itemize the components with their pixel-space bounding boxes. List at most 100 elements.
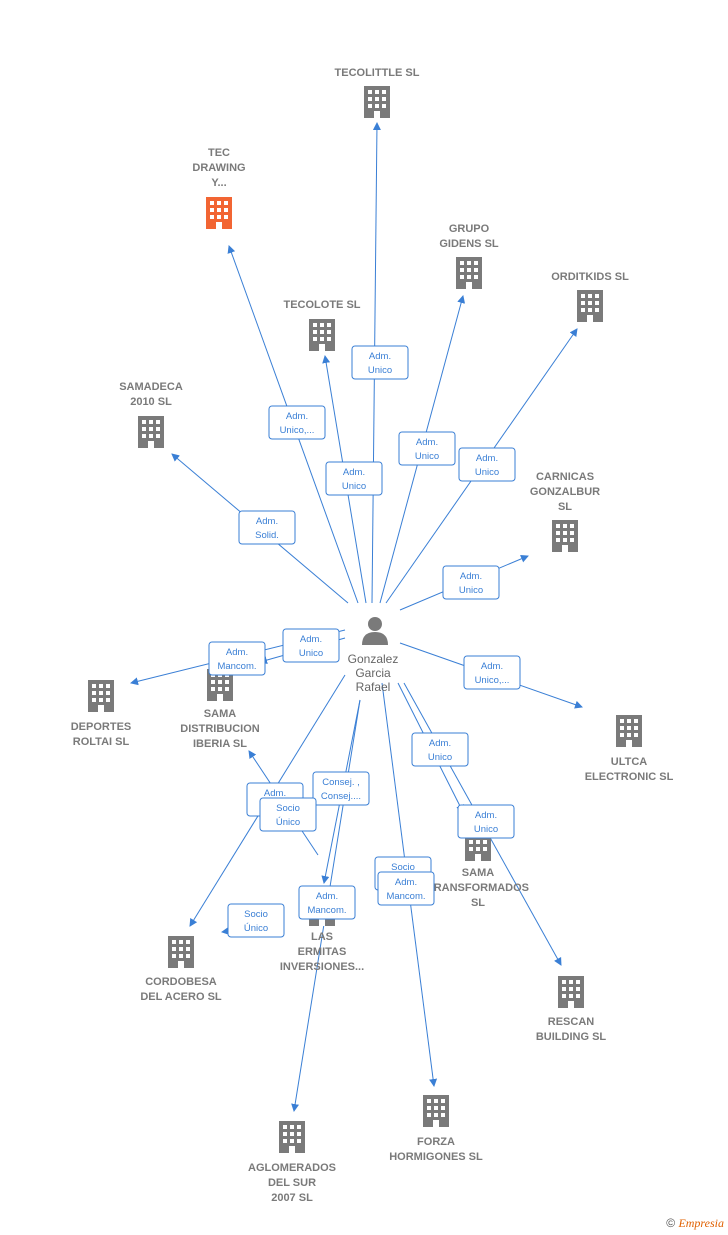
- building-icon: [279, 1121, 305, 1153]
- company-node-las-ermitas[interactable]: LAS ERMITAS INVERSIONES...: [280, 894, 364, 973]
- person-label: Rafael: [356, 680, 391, 694]
- company-label: TECOLITTLE SL: [335, 67, 420, 79]
- building-icon: [558, 976, 584, 1008]
- role-badge-sama-transformados[interactable]: Adm.Unico: [411, 732, 469, 767]
- copyright-symbol: ©: [666, 1216, 676, 1230]
- company-node-samadeca[interactable]: SAMADECA 2010 SL: [119, 381, 183, 448]
- role-badge-forza-b[interactable]: Adm. Mancom.: [377, 871, 435, 906]
- company-node-tec-drawing[interactable]: TECDRAWINGY...: [192, 147, 246, 229]
- company-label: 2010 SL: [130, 396, 172, 408]
- company-node-aglomerados[interactable]: AGLOMERADOS DEL SUR 2007 SL: [248, 1121, 336, 1204]
- company-label: ELECTRONIC SL: [585, 771, 674, 783]
- brand-logo: Empresia: [678, 1216, 724, 1230]
- role-badge-las-ermitas[interactable]: Consej. , Consej....: [312, 771, 370, 806]
- role-badge-ultca[interactable]: Adm. Unico,...: [463, 655, 521, 690]
- role-badge-carnicas[interactable]: Adm.Unico: [442, 565, 500, 600]
- role-badge-rescan[interactable]: Adm.Unico: [457, 804, 515, 839]
- building-icon: [168, 936, 194, 968]
- company-label: ERMITAS: [298, 946, 347, 958]
- role-text: Socio: [244, 909, 268, 920]
- company-label: CORDOBESA: [145, 976, 217, 988]
- company-label: SAMADECA: [119, 381, 183, 393]
- company-label: GONZALBUR: [530, 486, 600, 498]
- role-text: Unico,...: [280, 425, 315, 436]
- company-label: GRUPO: [449, 223, 490, 235]
- role-text: Adm.: [481, 661, 503, 672]
- company-node-cordobesa[interactable]: CORDOBESA DEL ACERO SL: [140, 936, 222, 1003]
- role-text: Unico: [475, 467, 499, 478]
- company-label: 2007 SL: [271, 1192, 313, 1204]
- role-text: Consej....: [321, 791, 361, 802]
- company-node-tecolote[interactable]: TECOLOTE SL: [284, 299, 361, 351]
- company-label: ORDITKIDS SL: [551, 271, 629, 283]
- role-text: Mancom.: [217, 661, 256, 672]
- role-badge-orditkids[interactable]: Adm.Unico: [458, 447, 516, 482]
- company-node-grupo-gidens[interactable]: GRUPO GIDENS SL: [439, 223, 499, 289]
- role-text: Único: [276, 817, 300, 828]
- person-label: Gonzalez: [348, 652, 399, 666]
- role-text: Adm.: [264, 788, 286, 799]
- company-label: LAS: [311, 931, 333, 943]
- building-icon: [88, 680, 114, 712]
- company-label: DEL ACERO SL: [140, 991, 222, 1003]
- role-text: Unico: [342, 481, 366, 492]
- role-text: Adm.: [416, 437, 438, 448]
- company-node-deportes[interactable]: DEPORTES ROLTAI SL: [71, 680, 132, 748]
- building-icon: [309, 319, 335, 351]
- company-node-orditkids[interactable]: ORDITKIDS SL: [551, 271, 629, 322]
- role-text: Unico: [415, 451, 439, 462]
- company-label: GIDENS SL: [439, 238, 499, 250]
- company-label: HORMIGONES SL: [389, 1151, 483, 1163]
- role-badge-tecolittle[interactable]: Adm.Unico: [351, 345, 409, 380]
- company-label: SAMA: [462, 867, 494, 879]
- company-node-tecolittle[interactable]: TECOLITTLE SL: [335, 67, 420, 118]
- role-badge-tecolote[interactable]: Adm. Unico: [325, 461, 383, 496]
- role-text: Unico,...: [475, 675, 510, 686]
- role-text: Mancom.: [307, 905, 346, 916]
- company-label: AGLOMERADOS: [248, 1162, 336, 1174]
- building-icon: [206, 197, 232, 229]
- company-label: FORZA: [417, 1136, 455, 1148]
- role-badge-tec-drawing[interactable]: Adm.Unico,...: [268, 405, 326, 440]
- role-text: Unico: [459, 585, 483, 596]
- role-text: Adm.: [316, 891, 338, 902]
- role-badge-samadeca[interactable]: Adm.Solid.: [238, 510, 296, 545]
- building-icon: [138, 416, 164, 448]
- company-label: RESCAN: [548, 1016, 595, 1028]
- company-label: ROLTAI SL: [73, 736, 130, 748]
- building-icon: [577, 290, 603, 322]
- role-text: Unico: [428, 752, 452, 763]
- building-icon: [364, 86, 390, 118]
- company-node-forza[interactable]: FORZA HORMIGONES SL: [389, 1095, 483, 1163]
- role-badge-aglomerados[interactable]: Adm. Mancom.: [298, 885, 356, 920]
- company-label: INVERSIONES...: [280, 961, 364, 973]
- role-text: Adm.: [343, 467, 365, 478]
- role-badge-sama-distribucion[interactable]: Adm. Unico: [282, 628, 340, 663]
- role-text: Mancom.: [386, 891, 425, 902]
- building-icon: [552, 520, 578, 552]
- role-text: Unico: [299, 648, 323, 659]
- person-label: Garcia: [355, 666, 391, 680]
- building-icon: [423, 1095, 449, 1127]
- role-badge-grupo-gidens[interactable]: Adm. Unico: [398, 431, 456, 466]
- role-text: Adm.: [300, 634, 322, 645]
- role-badge-deportes[interactable]: Adm.Mancom.: [208, 641, 266, 676]
- role-text: Consej. ,: [322, 777, 360, 788]
- watermark: © Empresia: [666, 1216, 724, 1231]
- building-icon: [456, 257, 482, 289]
- company-label: DEL SUR: [268, 1177, 316, 1189]
- role-text: Adm.: [395, 877, 417, 888]
- building-icon: [616, 715, 642, 747]
- company-label: DEPORTES: [71, 721, 132, 733]
- role-text: Adm.: [475, 810, 497, 821]
